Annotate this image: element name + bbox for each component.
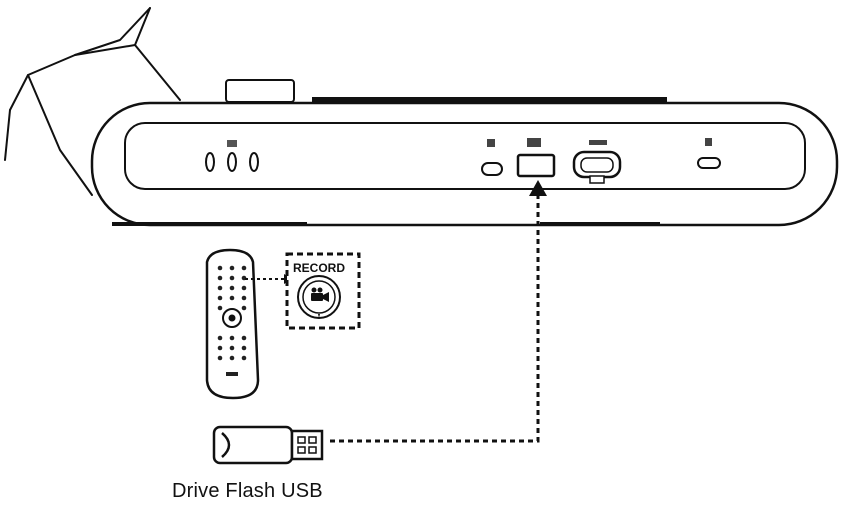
device-arm — [4, 7, 181, 196]
wifi-port — [572, 140, 622, 184]
usb-port-icon — [527, 138, 541, 147]
device-top-knob — [225, 79, 295, 103]
usb-connection-line — [330, 180, 547, 443]
mini-usb-icon — [487, 139, 495, 147]
mini-usb-port — [481, 139, 503, 176]
power-port-icon — [705, 138, 712, 146]
device-top-strip — [312, 97, 667, 103]
usb-flash-drive — [212, 425, 324, 465]
record-callout: RECORD — [285, 252, 361, 330]
device-bottom-edge-left — [112, 222, 307, 226]
audio-port-icon — [227, 140, 237, 147]
device-bottom-edge-right — [540, 222, 660, 226]
remote-control — [205, 248, 260, 400]
power-port — [697, 138, 721, 169]
video-camera-icon — [311, 287, 329, 302]
device-inner-panel — [124, 122, 806, 190]
wifi-port-icon — [589, 140, 607, 145]
remote-buttons — [217, 265, 247, 376]
usb-drive-label: Drive Flash USB — [172, 480, 323, 502]
record-label: RECORD — [293, 261, 345, 275]
usb-port — [516, 138, 556, 178]
audio-jacks — [205, 140, 259, 172]
